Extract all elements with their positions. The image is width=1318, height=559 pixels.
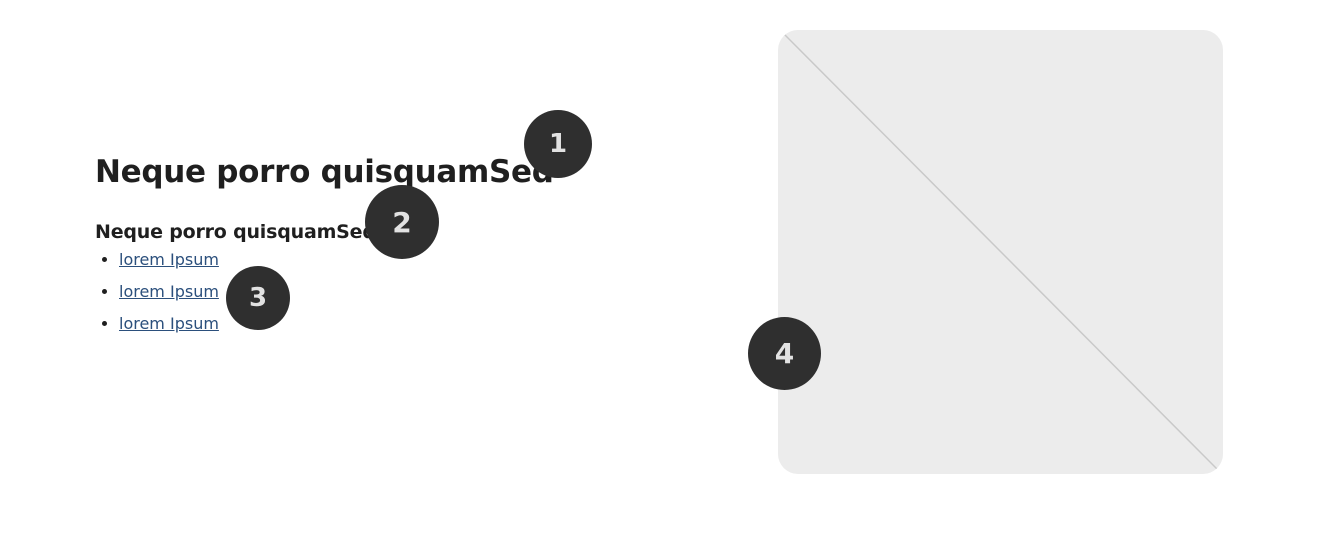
list-item: lorem Ipsum <box>119 250 554 270</box>
image-placeholder <box>778 30 1223 474</box>
annotation-marker-4: 4 <box>748 317 821 390</box>
image-placeholder-icon <box>783 33 1218 470</box>
page-title: Neque porro quisquamSed <box>95 154 554 190</box>
list-item: lorem Ipsum <box>119 314 554 334</box>
link-lorem-ipsum-1[interactable]: lorem Ipsum <box>119 250 219 269</box>
section-subtitle: Neque porro quisquamSed <box>95 221 376 243</box>
link-lorem-ipsum-2[interactable]: lorem Ipsum <box>119 282 219 301</box>
link-lorem-ipsum-3[interactable]: lorem Ipsum <box>119 314 219 333</box>
list-item: lorem Ipsum <box>119 282 554 302</box>
text-section: Neque porro quisquamSed Neque porro quis… <box>95 150 554 346</box>
link-list: lorem Ipsum lorem Ipsum lorem Ipsum <box>95 250 554 334</box>
annotation-marker-3: 3 <box>226 266 290 330</box>
annotation-marker-1: 1 <box>524 110 592 178</box>
annotation-marker-2: 2 <box>365 185 439 259</box>
